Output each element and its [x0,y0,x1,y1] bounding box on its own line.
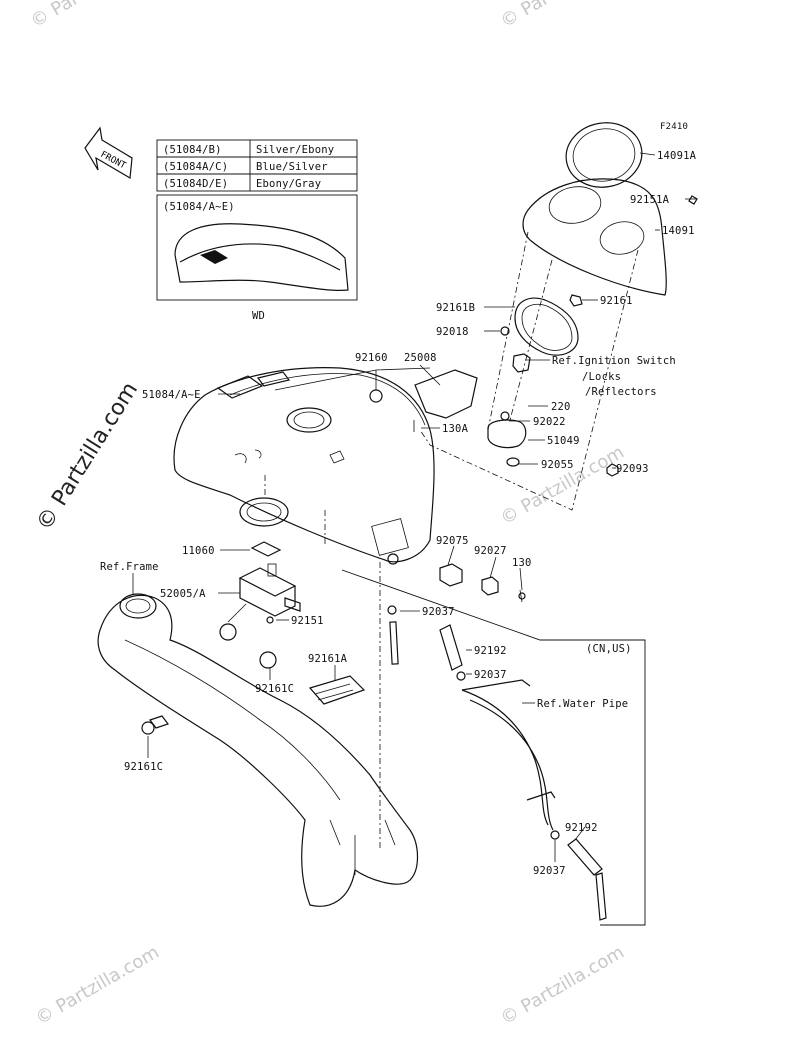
variant-code-2: (51084A/C) [163,161,228,173]
label-92018: 92018 [436,326,469,338]
label-220: 220 [551,401,571,413]
label-ref-water-pipe: Ref.Water Pipe [537,698,628,710]
fuel-tank [173,367,435,565]
label-92093: 92093 [616,463,649,475]
variant-code-3: (51084D/E) [163,178,228,190]
variant-color-3: Ebony/Gray [256,178,321,190]
variant-color-1: Silver/Ebony [256,144,334,156]
fuel-pump [219,497,301,641]
inset-label: (51084/A~E) [163,201,235,213]
watermark-top-left: © Partzilla.com [27,0,158,32]
label-92161A: 92161A [308,653,348,665]
figure-code: F2410 [660,122,688,132]
watermark-bottom-left: © Partzilla.com [32,942,163,1030]
label-92151: 92151 [291,615,324,627]
label-92027: 92027 [474,545,507,557]
variant-table: (51084/B) Silver/Ebony (51084A/C) Blue/S… [156,139,358,322]
label-92037-a: 92037 [422,606,455,618]
label-92161: 92161 [600,295,633,307]
label-51049: 51049 [547,435,580,447]
frame [97,593,419,907]
part-labels: 14091A 92151A 14091 92161B 92161 92018 9… [100,150,697,877]
label-92055: 92055 [541,459,574,471]
label-ref-reflectors: /Reflectors [585,386,657,398]
label-region: (CN,US) [586,643,632,655]
inset-caption: WD [252,310,265,322]
label-ref-ignition-switch: Ref.Ignition Switch [552,355,676,367]
label-92037-c: 92037 [533,865,566,877]
variant-code-1: (51084/B) [163,144,222,156]
rear-bracket [369,369,526,603]
watermark-top-right: © Partzilla.com [497,0,628,32]
label-25008: 25008 [404,352,437,364]
label-11060: 11060 [182,545,215,557]
variant-color-2: Blue/Silver [256,161,328,173]
label-92160: 92160 [355,352,388,364]
label-92037-b: 92037 [474,669,507,681]
label-92161B: 92161B [436,302,475,314]
label-ref-locks: /Locks [582,371,621,383]
water-pipe [387,605,607,921]
leader-lines [132,152,696,926]
label-52005A: 52005/A [160,588,206,600]
label-ref-frame: Ref.Frame [100,561,159,573]
cover-assembly [487,122,698,477]
label-92192-b: 92192 [565,822,598,834]
watermark-vertical: © Partzilla.com [32,378,143,535]
label-14091: 14091 [662,225,695,237]
label-92192-a: 92192 [474,645,507,657]
label-92075: 92075 [436,535,469,547]
label-92151A: 92151A [630,194,670,206]
watermark-mid-right: © Partzilla.com [497,442,628,530]
label-92161C-b: 92161C [124,761,163,773]
label-14091A: 14091A [657,150,697,162]
label-92161C-a: 92161C [255,683,294,695]
watermark-bottom-right: © Partzilla.com [497,942,628,1030]
label-92022: 92022 [533,416,566,428]
label-51084: 51084/A~E [142,389,201,401]
label-130A: 130A [442,423,469,435]
label-130: 130 [512,557,532,569]
front-arrow-icon: FRONT [84,126,133,179]
